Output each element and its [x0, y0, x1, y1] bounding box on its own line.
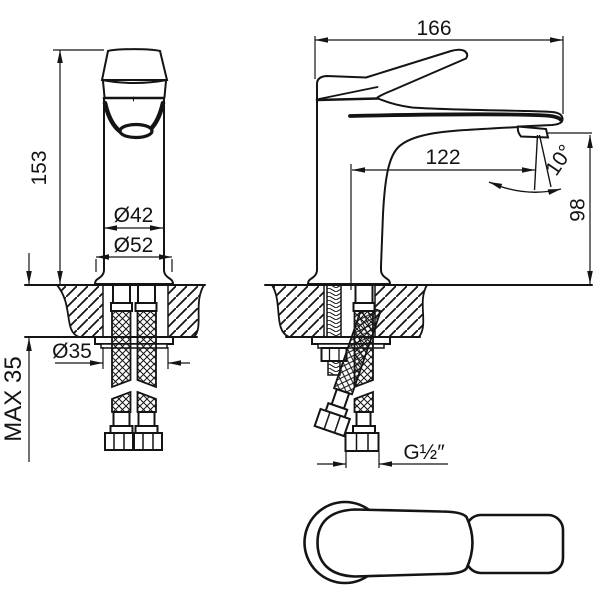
dim-label-total-length: 166	[416, 17, 451, 40]
ext-line	[345, 452, 380, 468]
front-view	[24, 48, 206, 451]
spout-accent-line	[348, 112, 563, 122]
dimension-labels: 153 MAX 35 Ø42 Ø52 Ø35 166 122 10° 98 G½…	[0, 17, 590, 464]
supply-hose-right	[133, 284, 163, 451]
dim-label-hole-diameter: Ø35	[52, 340, 92, 363]
cap-bottom-line	[315, 97, 380, 102]
arrowhead	[96, 254, 109, 260]
top-view	[303, 500, 565, 585]
arrowhead	[26, 338, 32, 351]
supply-hose-diagonal	[313, 303, 382, 438]
arrowhead	[333, 461, 346, 467]
arrowhead	[168, 360, 181, 366]
arrowhead	[315, 37, 328, 43]
arrowhead	[57, 50, 63, 63]
arrowhead	[587, 135, 593, 148]
dim-label-thread-size: G½″	[403, 441, 445, 464]
arrowhead	[379, 461, 392, 467]
hose-nut	[133, 432, 163, 451]
dim-label-spout-angle: 10°	[541, 141, 578, 180]
side-view	[264, 48, 593, 452]
arrowhead	[90, 360, 103, 366]
fixing-stud-end	[327, 360, 341, 376]
handle-grip-top	[316, 508, 474, 578]
fixing-nut	[320, 347, 348, 362]
deck-break-edge	[418, 284, 428, 338]
cap-parting-line	[318, 86, 379, 100]
dimension-lines	[28, 36, 592, 468]
spout-underside	[382, 126, 520, 215]
arrowhead	[550, 37, 563, 43]
body-front-sides	[103, 97, 165, 269]
deck-section-right	[375, 285, 427, 337]
ext-line	[95, 259, 173, 272]
base-flange-side	[306, 265, 392, 285]
hose-nut	[313, 407, 352, 438]
body-right-edge	[380, 213, 384, 267]
aerator-side	[516, 125, 550, 139]
mounting-hole-wall	[102, 284, 169, 338]
angle-lines	[533, 134, 552, 191]
hose-nut	[104, 432, 134, 451]
spout-top-edge	[377, 97, 564, 128]
dim-label-spout-reach: 122	[425, 146, 460, 169]
mounting-washer-lip	[100, 343, 168, 349]
mounting-washer	[94, 336, 174, 345]
handle-knob-front	[100, 48, 169, 81]
lever-bottom-edge	[376, 50, 469, 99]
arrowhead	[522, 167, 535, 173]
dim-label-max-deck-thickness: MAX 35	[0, 356, 27, 441]
dimension-arrows	[26, 37, 593, 467]
aerator-front	[118, 122, 154, 140]
dim-label-spout-height: 98	[567, 198, 590, 221]
base-flange-front	[93, 265, 175, 285]
hose-nut	[344, 432, 380, 452]
deck-break-edge	[56, 284, 80, 338]
deck-section-right	[168, 285, 204, 337]
supply-hose-left	[104, 284, 134, 451]
dim-label-body-diameter: Ø42	[114, 204, 154, 227]
ext-line	[102, 347, 169, 369]
deck-break-edge	[271, 284, 290, 338]
dim-label-base-diameter: Ø52	[114, 234, 154, 257]
lever-top-edge	[365, 48, 466, 79]
arrowhead	[26, 271, 32, 284]
cap-outline	[316, 74, 367, 101]
faucet-front-outline	[93, 48, 175, 285]
deck-break-edge	[193, 284, 205, 338]
ext-line	[314, 36, 564, 114]
deck-section-left	[57, 285, 103, 337]
arrowhead	[150, 225, 163, 231]
handle-paddle-top	[464, 513, 565, 575]
arrowhead	[547, 189, 561, 195]
arrowhead	[57, 271, 63, 284]
fixing-stud	[326, 284, 342, 338]
dim-label-total-height: 153	[28, 150, 51, 185]
arrowhead	[587, 271, 593, 284]
faucet-side-outline	[306, 48, 564, 285]
arrowhead	[352, 167, 365, 173]
arrowhead	[489, 182, 503, 190]
arrowhead	[159, 254, 172, 260]
arrowhead	[104, 225, 117, 231]
deck-section-left	[272, 285, 324, 337]
supply-hose-vertical	[344, 284, 380, 452]
